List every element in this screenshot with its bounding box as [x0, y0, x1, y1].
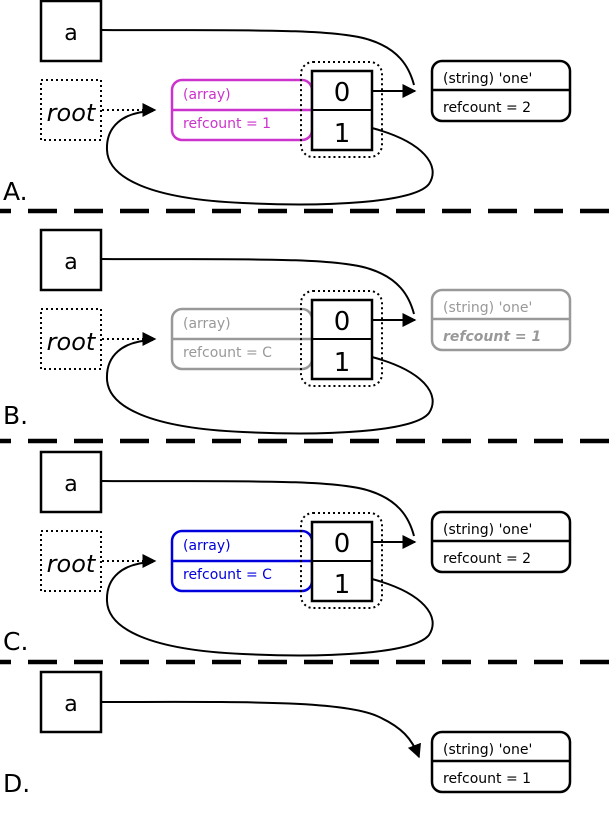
panel-label: B.: [3, 401, 28, 430]
variable-box: [39, 228, 103, 292]
string-refcount-label: refcount = 1: [443, 771, 531, 787]
variable-label: a: [64, 250, 77, 275]
variable-box: [39, 670, 103, 734]
panel-label: C.: [3, 627, 28, 656]
edge-var-to-string: [100, 700, 421, 759]
root-box: [40, 530, 102, 592]
variable-label: a: [64, 472, 77, 497]
root-label: root: [47, 99, 97, 127]
string-type-label: (string) 'one': [443, 71, 532, 87]
cell-1-label: 1: [334, 570, 351, 600]
panel-label: D.: [3, 769, 30, 798]
edge-array1-self-loop: [105, 110, 434, 206]
string-refcount-label: refcount = 2: [443, 551, 531, 567]
panel-b: a root (array) refcount = C 0 1 (string)…: [3, 228, 572, 435]
root-box: [40, 308, 102, 370]
root-label: root: [47, 550, 97, 578]
root-label: root: [47, 328, 97, 356]
cell-1-label: 1: [334, 348, 351, 378]
panel-d: a (string) 'one' refcount = 1 D.: [3, 670, 572, 798]
array-type-label: (array): [183, 316, 231, 332]
edge-var-to-string: [100, 258, 415, 315]
string-type-label: (string) 'one': [443, 300, 532, 316]
array-refcount-label: refcount = 1: [183, 116, 271, 132]
string-type-label: (string) 'one': [443, 522, 532, 538]
string-refcount-label: refcount = 2: [443, 100, 531, 116]
panel-a: a root (array) refcount = 1 0 1 (string)…: [3, 0, 572, 206]
edge-array1-self-loop: [105, 561, 434, 657]
array-refcount-label: refcount = C: [183, 567, 272, 583]
gc-buffer-outline: [300, 290, 383, 387]
gc-buffer-outline: [300, 512, 383, 609]
edge-var-to-string: [100, 29, 415, 86]
string-refcount-label: refcount = 1: [443, 329, 541, 345]
variable-label: a: [64, 21, 77, 46]
panel-label: A.: [3, 177, 28, 206]
variable-box: [39, 0, 103, 63]
cell-0-label: 0: [334, 529, 351, 559]
cell-1-label: 1: [334, 119, 351, 149]
edge-var-to-string: [100, 480, 415, 537]
array-type-label: (array): [183, 538, 231, 554]
array-type-label: (array): [183, 87, 231, 103]
variable-label: a: [64, 692, 77, 717]
root-box: [40, 79, 102, 141]
gc-buffer-outline: [300, 61, 383, 158]
panel-c: a root (array) refcount = C 0 1 (string)…: [3, 450, 572, 657]
cell-0-label: 0: [334, 307, 351, 337]
edge-array1-self-loop: [105, 339, 434, 435]
cell-0-label: 0: [334, 78, 351, 108]
variable-box: [39, 450, 103, 514]
array-refcount-label: refcount = C: [183, 345, 272, 361]
string-type-label: (string) 'one': [443, 742, 532, 758]
